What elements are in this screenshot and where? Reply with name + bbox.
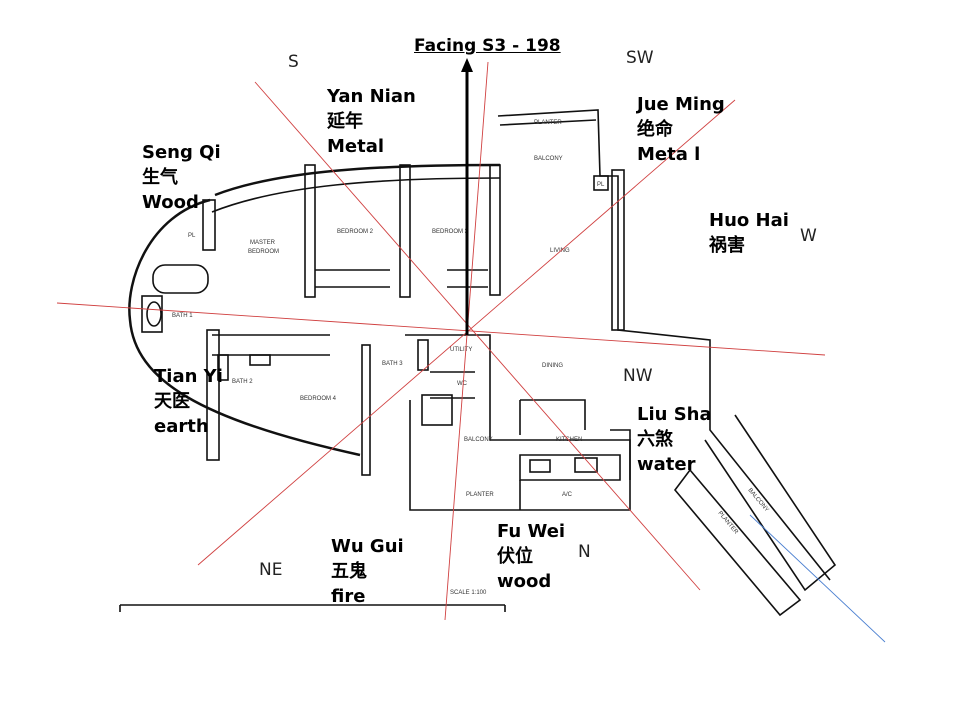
room-bedroom-4: BEDROOM 4	[300, 396, 337, 402]
blue-line	[749, 514, 886, 643]
direction-s: S	[288, 52, 299, 72]
room-pl-left: PL	[188, 233, 196, 239]
room-pl-right: PL	[597, 182, 605, 188]
room-bedroom-2: BEDROOM 2	[337, 229, 374, 235]
direction-ne: NE	[259, 560, 283, 580]
room-master-bedroom: BEDROOM	[248, 249, 279, 255]
facing-title: Facing S3 - 198	[414, 36, 561, 56]
room-planter-top: PLANTER	[534, 120, 562, 126]
room-labels: PLANTER BALCONY PL PL MASTER BEDROOM BED…	[172, 120, 770, 596]
room-bath-2: BATH 2	[232, 379, 253, 385]
direction-nw: NW	[623, 366, 653, 386]
sector-line-e-w	[56, 302, 826, 356]
floor-plan-walls	[119, 109, 837, 617]
room-dining: DINING	[542, 363, 563, 369]
room-balcony-mid: BALCONY	[464, 437, 493, 443]
sector-line-n-s	[444, 61, 489, 621]
room-bath-1: BATH 1	[172, 313, 193, 319]
room-utility: UTILITY	[450, 347, 472, 353]
room-bedroom-3: BEDROOM 3	[432, 229, 469, 235]
room-bath-3: BATH 3	[382, 361, 403, 367]
scale-label: SCALE 1:100	[450, 590, 487, 596]
direction-w: W	[800, 226, 817, 246]
room-wc: WC	[457, 381, 468, 387]
sector-line-se-nw	[254, 81, 701, 591]
room-balcony-top: BALCONY	[534, 156, 563, 162]
direction-n: N	[578, 542, 591, 562]
room-planter-bottom: PLANTER	[466, 492, 494, 498]
room-ac: A/C	[562, 492, 573, 498]
room-master: MASTER	[250, 240, 276, 246]
facing-arrow	[461, 58, 473, 335]
arrow-head-icon	[461, 58, 473, 72]
direction-sw: SW	[626, 48, 654, 68]
